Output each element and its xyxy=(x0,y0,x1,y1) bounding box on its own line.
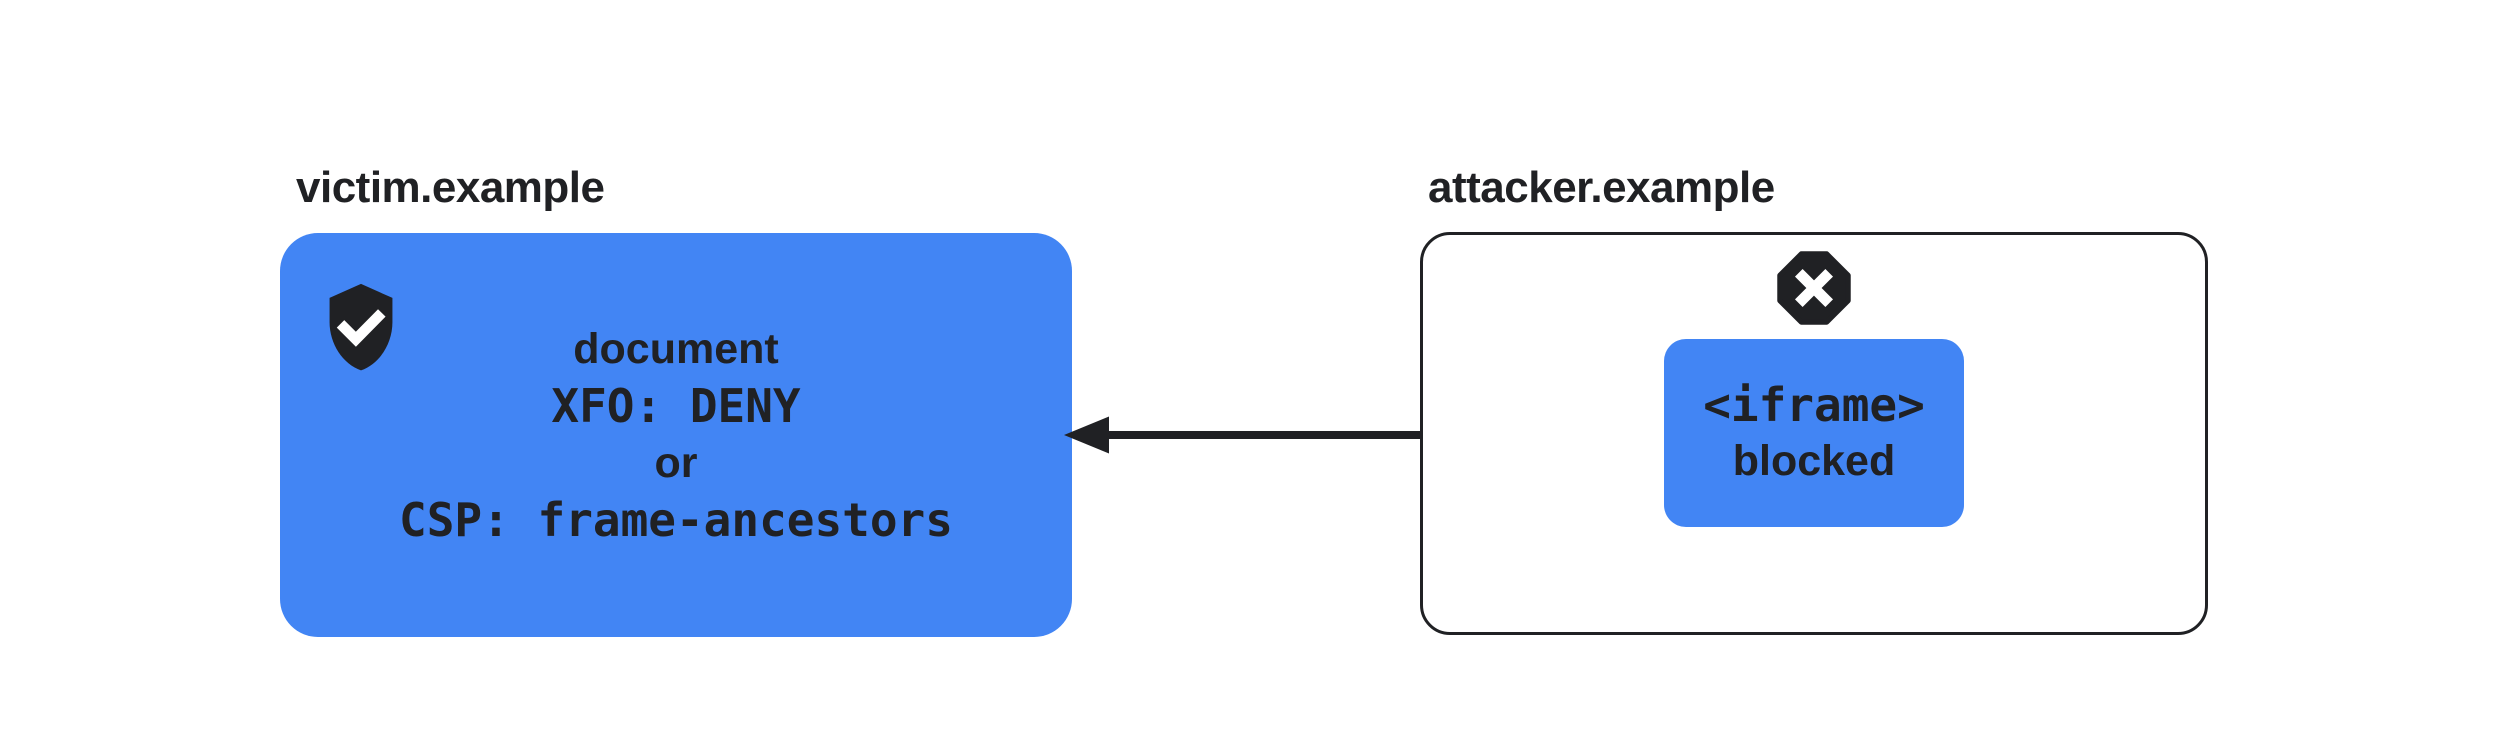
victim-line-csp-frame-ancestors: CSP: frame-ancestors xyxy=(399,493,953,547)
victim-line-document: document xyxy=(573,325,779,373)
victim-line-xfo-deny: XFO: DENY xyxy=(551,379,801,433)
iframe-line-tag: <iframe> xyxy=(1703,378,1925,432)
iframe-box-text: <iframe> blocked xyxy=(1664,339,1964,527)
attacker-domain-label: attacker.example xyxy=(1428,163,1775,212)
iframe-blocked-box: <iframe> blocked xyxy=(1664,339,1964,527)
attacker-page-box: <iframe> blocked xyxy=(1420,232,2208,635)
blocked-x-octagon-icon xyxy=(1777,251,1851,325)
iframe-line-blocked: blocked xyxy=(1732,437,1896,485)
victim-box-text: document XFO: DENY or CSP: frame-ancesto… xyxy=(280,233,1072,637)
victim-line-or: or xyxy=(654,439,698,487)
shield-check-icon xyxy=(329,283,393,371)
victim-domain-label: victim.example xyxy=(296,163,605,212)
victim-document-box: document XFO: DENY or CSP: frame-ancesto… xyxy=(280,233,1072,637)
